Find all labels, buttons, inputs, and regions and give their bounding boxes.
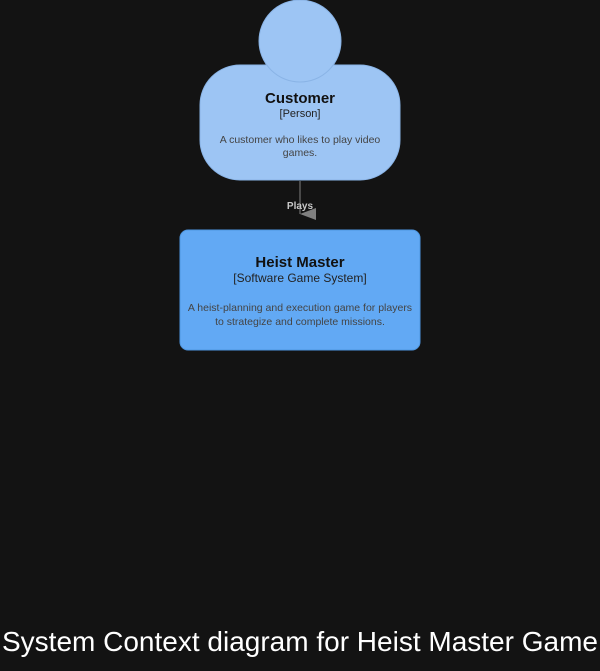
customer-node[interactable]: Customer [Person] A customer who likes t… <box>199 0 401 181</box>
heist-master-description-line-2: to strategize and complete missions. <box>215 316 385 328</box>
customer-description-line-1: A customer who likes to play video <box>220 134 381 146</box>
customer-name: Customer <box>265 90 335 107</box>
customer-type: [Person] <box>280 108 321 120</box>
customer-description-line-2: games. <box>283 147 317 159</box>
plays-relationship[interactable]: Plays <box>287 181 316 220</box>
heist-master-name: Heist Master <box>255 254 344 271</box>
heist-master-node[interactable]: Heist Master [Software Game System] A he… <box>179 229 421 351</box>
diagram-title: System Context diagram for Heist Master … <box>2 626 598 657</box>
heist-master-description-line-1: A heist-planning and execution game for … <box>188 302 412 314</box>
plays-label: Plays <box>287 201 314 212</box>
heist-master-type: [Software Game System] <box>233 271 366 285</box>
heist-master-box <box>179 229 421 351</box>
customer-head <box>258 0 342 83</box>
